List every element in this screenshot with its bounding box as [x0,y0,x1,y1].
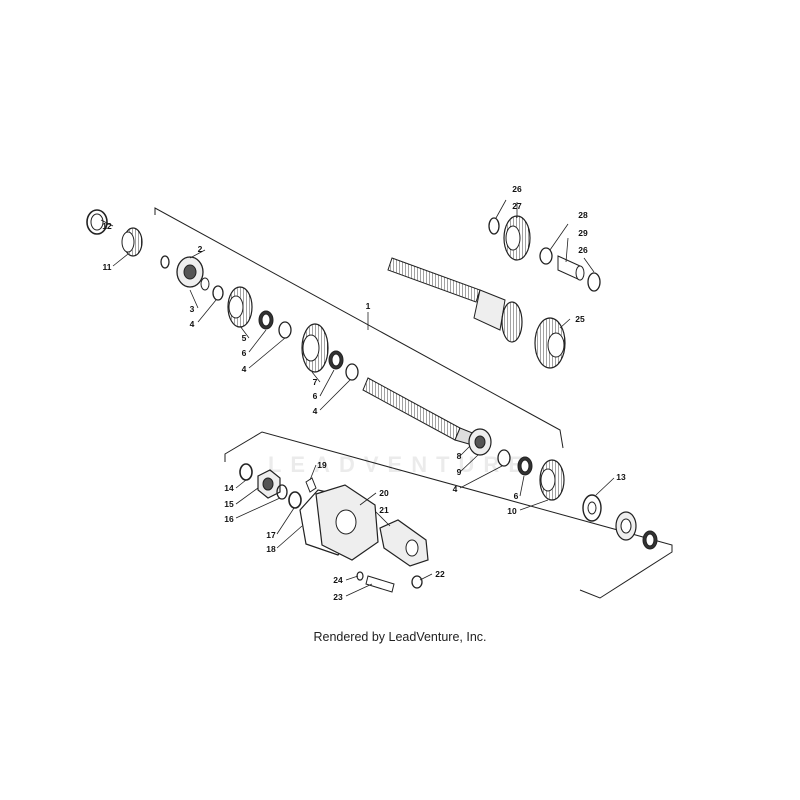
assembly-bracket-lower [224,431,673,599]
callout-18: 18 [266,544,276,554]
bearing-6b [328,350,344,370]
callout-4b: 4 [242,364,247,374]
callout-3: 3 [190,304,195,314]
callout-labels: 1 2 3 4 4 4 4 5 6 6 6 7 8 9 10 11 12 13 … [102,184,626,602]
callout-6a: 6 [242,348,247,358]
assembly-bracket-upper [154,207,564,449]
callout-2: 2 [198,244,203,254]
callout-26a: 26 [512,184,522,194]
washer-4c [345,363,359,381]
nut-15 [257,469,281,499]
snap-ring-left [160,255,170,269]
callout-7: 7 [313,377,318,387]
callout-4d: 4 [453,484,458,494]
pin-19 [305,477,317,493]
housing-20 [315,484,379,561]
joint-21 [379,519,429,567]
callout-20: 20 [379,488,389,498]
bolt-23 [365,575,395,593]
bearing-6c [517,456,533,476]
gear-11 [121,227,143,257]
gear-10 [539,459,565,501]
callout-5: 5 [242,333,247,343]
callout-13: 13 [616,472,626,482]
washer-4d [497,449,511,467]
callout-28: 28 [578,210,588,220]
callout-27: 27 [512,201,522,211]
callout-17: 17 [266,530,276,540]
washer-26a [488,217,500,235]
callout-4a: 4 [190,319,195,329]
callout-23: 23 [333,592,343,602]
leader-lines [100,199,615,597]
collar-29 [557,255,585,281]
washer-26b [587,272,601,292]
callout-6b: 6 [313,391,318,401]
shift-hub-9 [468,428,492,456]
callout-10: 10 [507,506,517,516]
bushing-28 [539,247,553,265]
callout-12: 12 [102,221,112,231]
callout-22: 22 [435,569,445,579]
watermark: LEADVENTURE [267,452,532,477]
callout-4c: 4 [313,406,318,416]
callout-26b: 26 [578,245,588,255]
gear-5 [227,286,253,328]
callout-15: 15 [224,499,234,509]
washer-22 [411,575,423,589]
callout-6c: 6 [514,491,519,501]
washer-4a [212,285,224,301]
callout-9: 9 [457,467,462,477]
output-shaft-25 [387,257,566,369]
callout-19: 19 [317,460,327,470]
seal-right [642,530,658,550]
bearing-right [615,511,637,541]
render-credit: Rendered by LeadVenture, Inc. [313,630,487,644]
callout-16: 16 [224,514,234,524]
callout-14: 14 [224,483,234,493]
callout-25: 25 [575,314,585,324]
splined-shaft [362,377,481,447]
callout-8: 8 [457,451,462,461]
callout-11: 11 [103,262,112,272]
callout-24: 24 [333,575,343,585]
callout-29: 29 [578,228,588,238]
seal-17 [288,491,302,509]
shift-fork-hub-2 [176,256,210,291]
washer-13 [582,494,602,522]
washer-16 [276,484,288,500]
washer-4b [278,321,292,339]
callout-1: 1 [366,301,371,311]
washer-12 [86,209,108,235]
callout-21: 21 [379,505,389,515]
bearing-6a [258,310,274,330]
gear-7 [301,323,329,373]
gear-27 [503,215,531,261]
